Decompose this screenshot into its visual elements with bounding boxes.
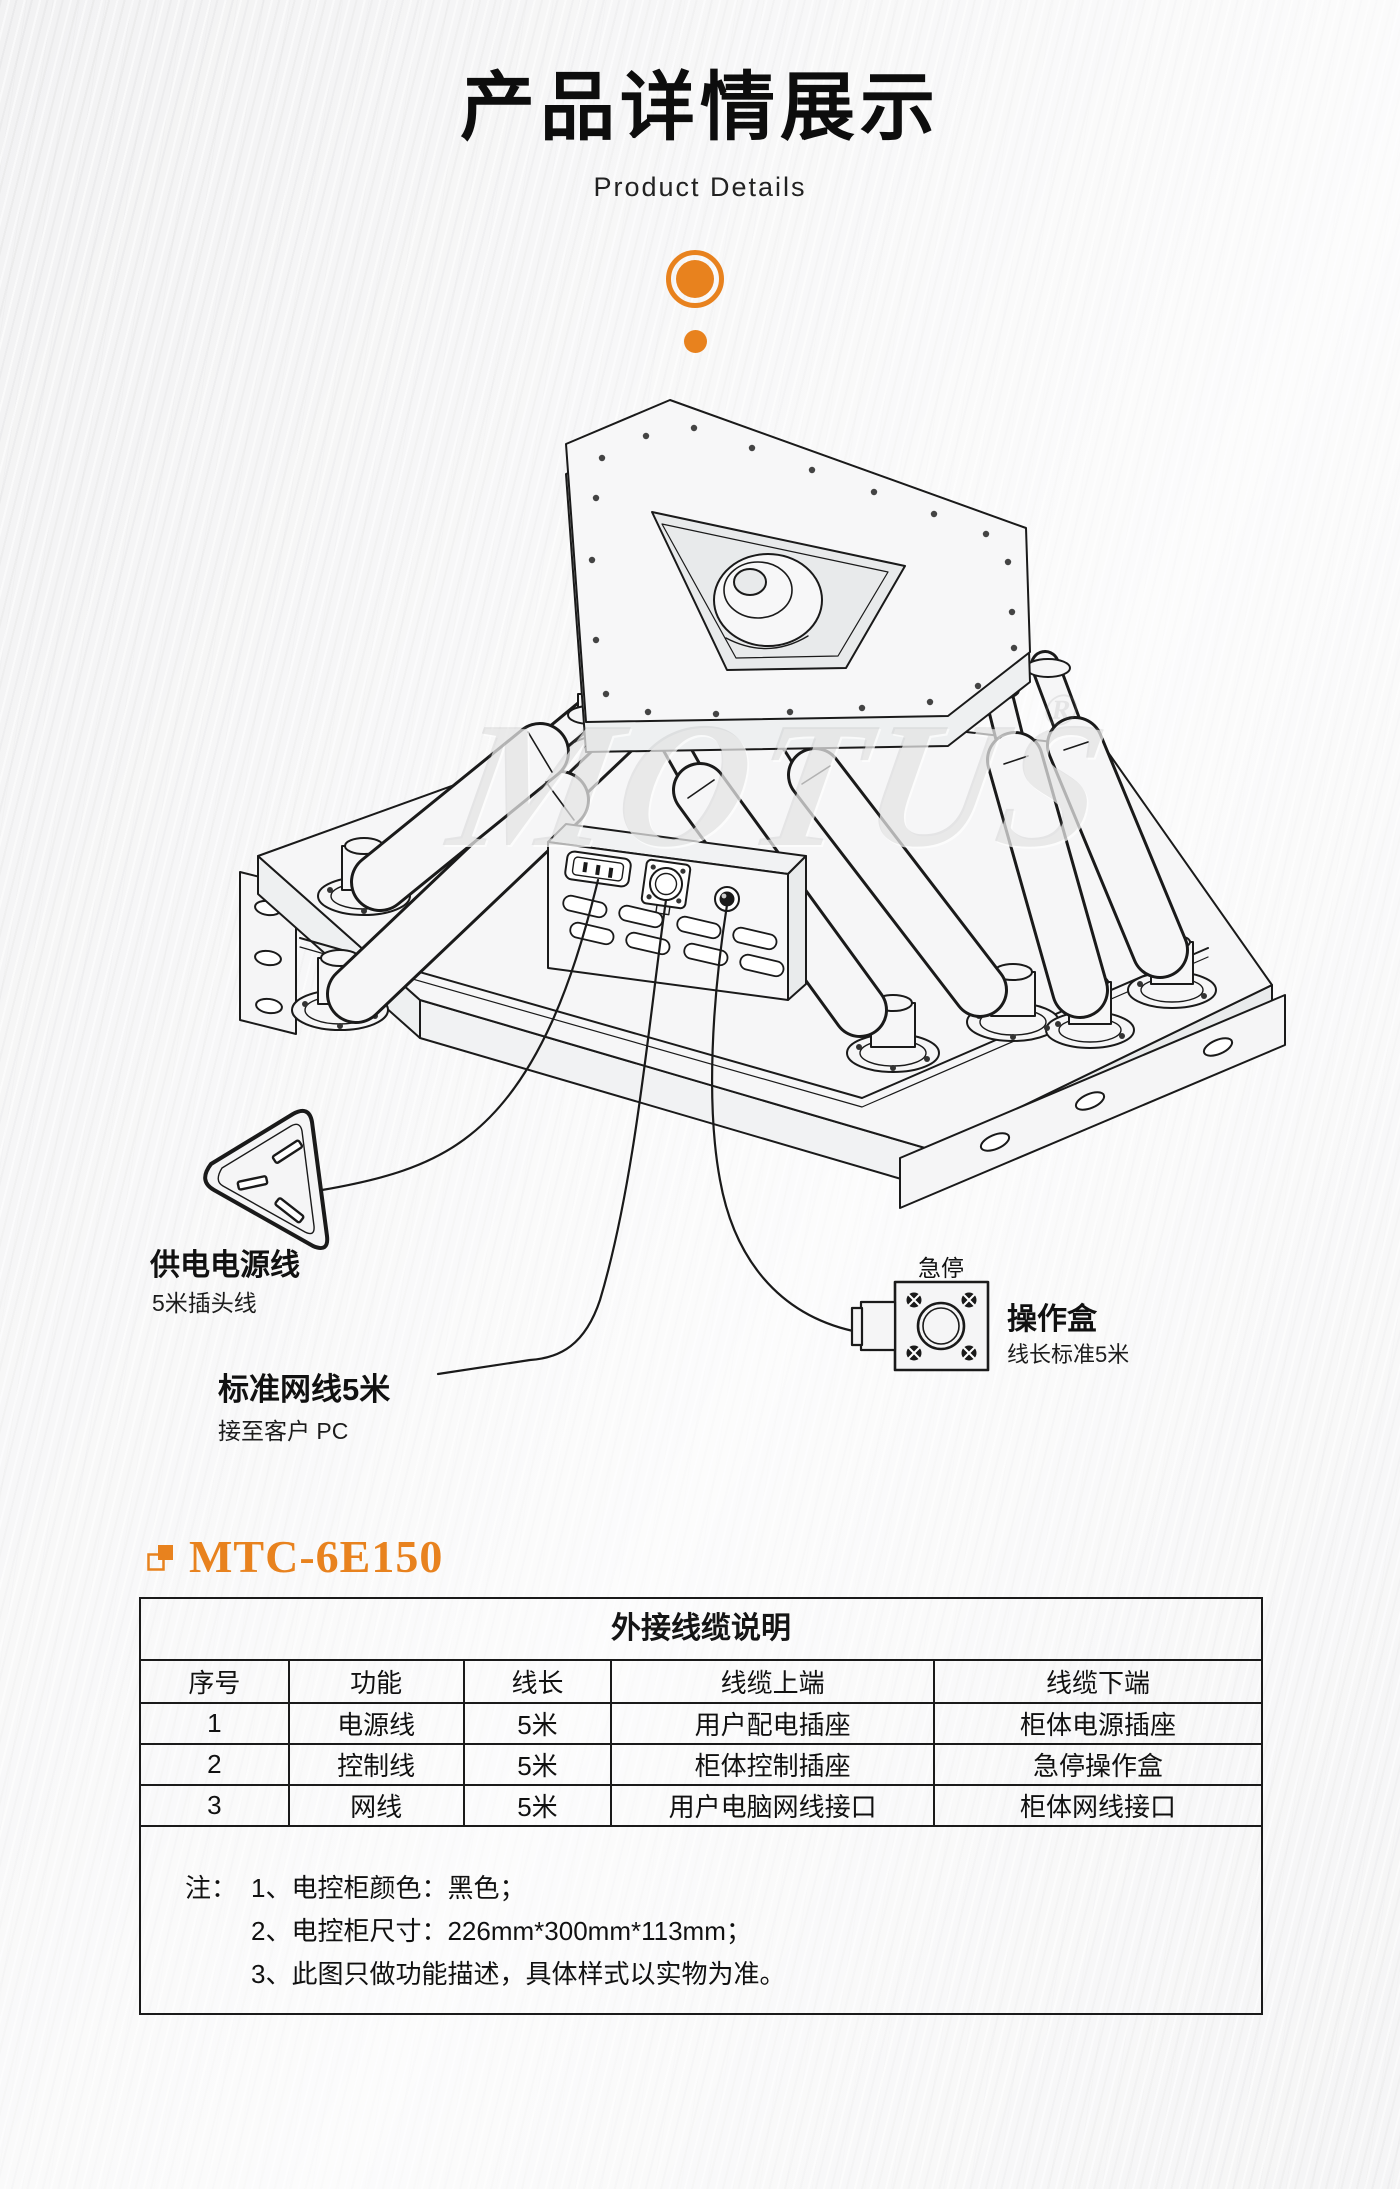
power-plug-drawing — [203, 1108, 330, 1250]
power-inlet-connector — [564, 850, 632, 888]
network-cable-line — [436, 898, 668, 1376]
operation-box-label: 操作盒 — [1007, 1303, 1097, 1336]
actuator-legs — [326, 650, 1189, 1038]
brand-watermark: MOTUS MOTUS ® — [435, 685, 1125, 886]
table-cell: 急停操作盒 — [932, 1743, 1261, 1786]
note-item: 1、电控柜颜色：黑色； — [251, 1873, 526, 1903]
power-cable-line — [320, 878, 600, 1192]
notes-label: 注： — [185, 1873, 238, 1903]
table-notes: 注： 1、电控柜颜色：黑色； 2、电控柜尺寸：226mm*300mm*113mm；… — [141, 1827, 1261, 2013]
control-connector — [640, 858, 692, 916]
table-cell: 用户配电插座 — [610, 1702, 935, 1745]
table-header-cell: 功能 — [287, 1661, 465, 1704]
table-cell: 用户电脑网线接口 — [610, 1784, 935, 1827]
operation-box-sublabel: 线长标准5米 — [1007, 1342, 1130, 1367]
control-box — [547, 823, 807, 1001]
svg-text:MOTUS: MOTUS — [437, 687, 1125, 886]
table-header-cell: 线缆上端 — [610, 1661, 935, 1704]
estop-box-drawing — [850, 1280, 990, 1372]
note-item: 2、电控柜尺寸：226mm*300mm*113mm； — [251, 1916, 752, 1946]
network-port-connector — [714, 886, 740, 912]
accent-ring-icon — [666, 250, 724, 308]
table-header-cell: 线缆下端 — [932, 1661, 1261, 1704]
note-item: 3、此图只做功能描述，具体样式以实物为准。 — [251, 1959, 786, 1989]
corner-screws — [906, 1292, 977, 1361]
table-cell: 柜体电源插座 — [932, 1702, 1261, 1745]
table-cell: 电源线 — [287, 1702, 465, 1745]
accent-dot-icon — [684, 330, 707, 353]
table-cell: 5米 — [462, 1702, 613, 1745]
table-header-cell: 序号 — [141, 1661, 290, 1704]
network-cable-label: 标准网线5米 — [218, 1372, 391, 1407]
vent-slots — [562, 894, 785, 978]
table-cell: 网线 — [287, 1784, 465, 1827]
table-cell: 3 — [141, 1784, 290, 1827]
overlap-squares-icon — [147, 1544, 173, 1571]
table-header-cell: 线长 — [462, 1661, 613, 1704]
table-cell: 柜体网线接口 — [932, 1784, 1261, 1827]
table-title: 外接线缆说明 — [141, 1599, 1261, 1661]
top-platform — [565, 399, 1031, 753]
page-title: 产品详情展示 — [459, 65, 940, 149]
model-heading: MTC-6E150 — [146, 1530, 443, 1583]
table-cell: 5米 — [462, 1784, 613, 1827]
model-name: MTC-6E150 — [189, 1531, 444, 1582]
cable-callout-lines — [320, 878, 855, 1376]
network-cable-sublabel: 接至客户 PC — [218, 1418, 349, 1444]
svg-text:MOTUS: MOTUS — [435, 685, 1123, 884]
table-header-row: 序号功能线长线缆上端线缆下端 — [141, 1661, 1261, 1704]
table-cell: 控制线 — [287, 1743, 465, 1786]
estop-label: 急停 — [918, 1255, 964, 1281]
page-subtitle: Product Details — [593, 172, 807, 202]
power-cable-sublabel: 5米插头线 — [152, 1290, 257, 1316]
table-cell: 2 — [141, 1743, 290, 1786]
table-cell: 1 — [141, 1702, 290, 1745]
power-cable-label: 供电电源线 — [150, 1249, 300, 1282]
hexapod-technical-drawing: MOTUS MOTUS ® — [203, 399, 1286, 1376]
bolt-holes — [588, 424, 1018, 718]
table-cell: 5米 — [462, 1743, 613, 1786]
table-cell: 柜体控制插座 — [610, 1743, 935, 1786]
notes-list: 1、电控柜颜色：黑色； 2、电控柜尺寸：226mm*300mm*113mm； 3、此… — [251, 1867, 785, 2007]
estop-cable-line — [711, 903, 855, 1333]
